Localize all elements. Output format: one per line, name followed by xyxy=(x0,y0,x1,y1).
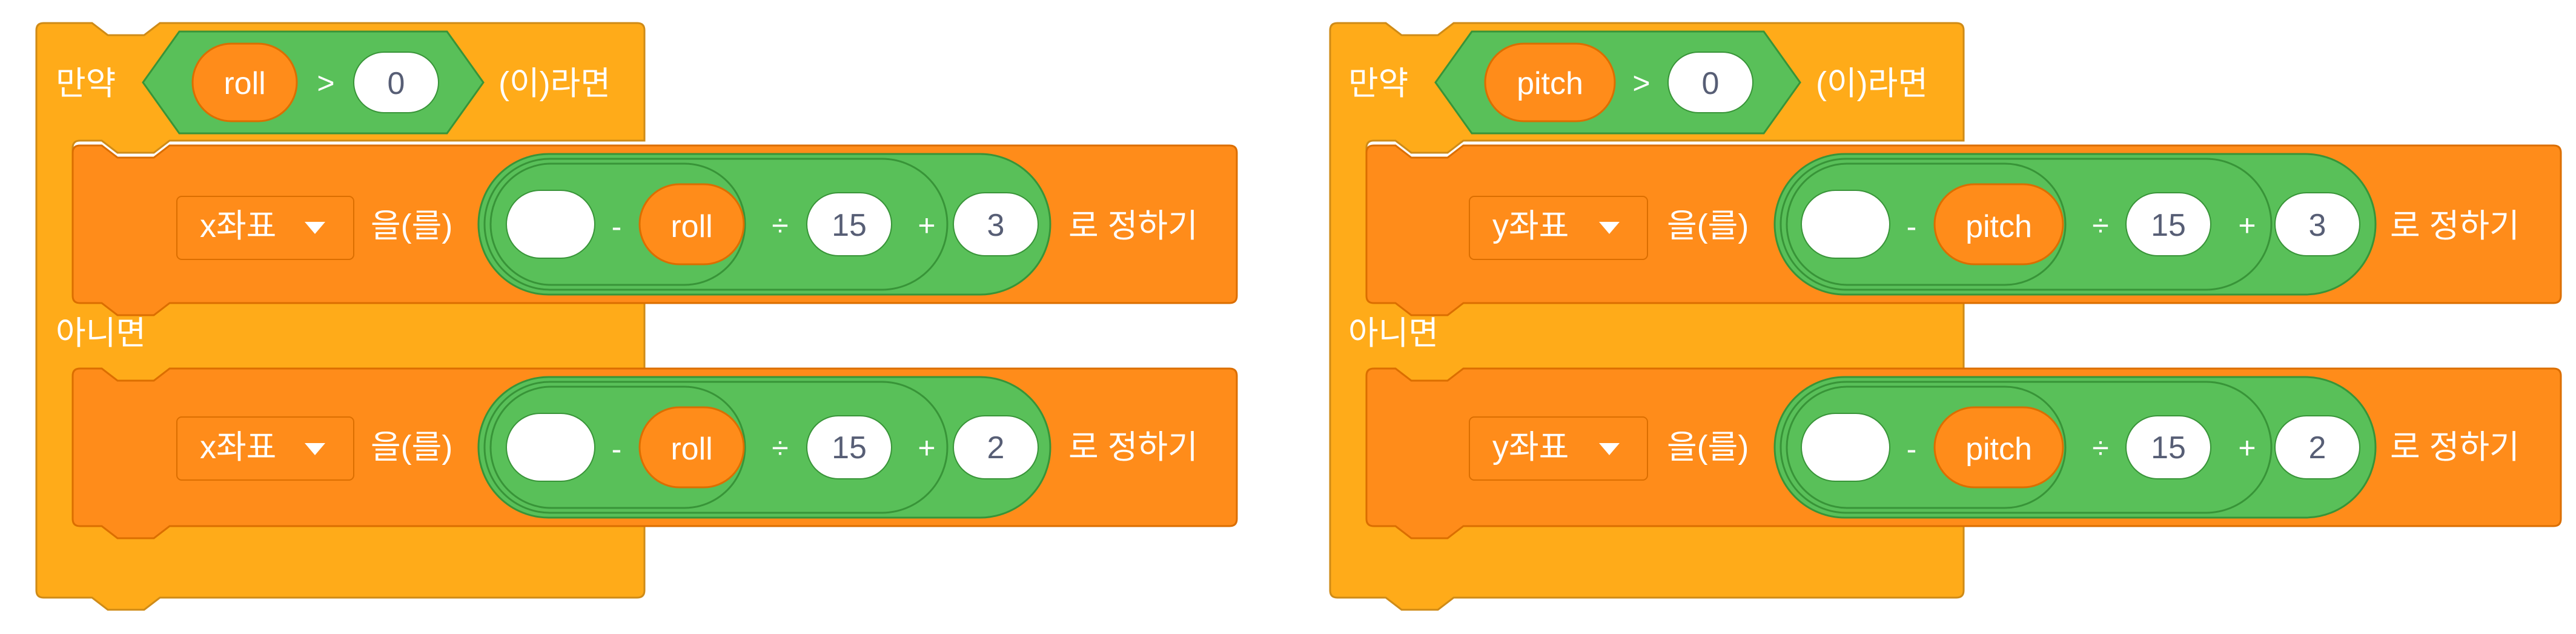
plus-operator: + xyxy=(918,431,935,465)
addend-value: 3 xyxy=(2309,208,2326,243)
addend-value: 2 xyxy=(2309,430,2326,465)
plus-operator: + xyxy=(2238,431,2256,465)
set-suffix-label: 로 정하기 xyxy=(2390,208,2520,244)
addend-value: 2 xyxy=(987,430,1005,465)
divide-operator: ÷ xyxy=(2092,209,2108,242)
plus-operator: + xyxy=(918,209,935,242)
pitch-reporter[interactable] xyxy=(1933,406,2064,489)
triangle-down-icon[interactable] xyxy=(305,443,325,455)
triangle-down-icon[interactable] xyxy=(305,222,325,234)
set-suffix-label: 로 정하기 xyxy=(2390,429,2520,465)
roll-reporter-label: roll xyxy=(670,432,712,467)
else-label: 아니면 xyxy=(1348,315,1439,352)
pitch-reporter[interactable] xyxy=(1484,42,1616,122)
divisor-value: 15 xyxy=(2151,208,2186,243)
to-label: 을(를) xyxy=(371,208,452,244)
greater-than-operator: > xyxy=(317,66,334,100)
greater-than-operator: > xyxy=(1632,66,1650,100)
divisor-value: 15 xyxy=(2151,430,2186,465)
divisor-value: 15 xyxy=(832,430,867,465)
set-y-block-else[interactable]: y좌표 을(를) - pitch ÷ 15 + 2 로 정하기 xyxy=(1365,367,2562,539)
empty-number-input[interactable] xyxy=(1801,413,1890,482)
roll-reporter[interactable] xyxy=(191,42,298,122)
addend-value: 3 xyxy=(987,208,1005,243)
empty-number-input[interactable] xyxy=(1801,190,1890,259)
greater-than-block-1[interactable]: roll > 0 xyxy=(142,30,485,135)
minus-operator: - xyxy=(612,210,622,244)
variable-dropdown-label: x좌표 xyxy=(200,208,276,244)
if-else-block-1[interactable]: 만약 (이)라면 아니면 roll > 0 x좌표 을(를) - roll xyxy=(35,22,1238,611)
roll-reporter-label: roll xyxy=(223,66,265,101)
empty-number-input[interactable] xyxy=(506,413,595,482)
set-y-block-then[interactable]: y좌표 을(를) - pitch ÷ 15 + 3 로 정하기 xyxy=(1365,144,2562,316)
to-label: 을(를) xyxy=(1667,208,1749,244)
greater-than-block-2[interactable]: pitch > 0 xyxy=(1434,30,1801,135)
divisor-value: 15 xyxy=(832,208,867,243)
divisor-input[interactable] xyxy=(2125,192,2211,256)
then-label: (이)라면 xyxy=(498,65,611,102)
addend-input[interactable] xyxy=(953,415,1039,479)
roll-reporter-label: roll xyxy=(670,209,712,244)
triangle-down-icon[interactable] xyxy=(1599,222,1620,234)
roll-reporter[interactable] xyxy=(638,406,745,489)
empty-number-input[interactable] xyxy=(506,190,595,259)
if-label: 만약 xyxy=(1348,65,1408,102)
variable-dropdown-label: y좌표 xyxy=(1492,208,1569,244)
variable-dropdown-y[interactable] xyxy=(1469,416,1648,481)
divide-operator: ÷ xyxy=(772,209,788,242)
variable-dropdown-label: x좌표 xyxy=(200,429,276,465)
else-label: 아니면 xyxy=(56,315,146,352)
to-label: 을(를) xyxy=(371,429,452,465)
divide-operator: ÷ xyxy=(2092,431,2108,465)
pitch-reporter-label: pitch xyxy=(1517,66,1583,101)
divide-operator: ÷ xyxy=(772,431,788,465)
minus-operator: - xyxy=(1907,432,1917,466)
if-label: 만약 xyxy=(56,65,116,102)
set-suffix-label: 로 정하기 xyxy=(1068,429,1198,465)
compare-value-input[interactable] xyxy=(353,52,439,113)
variable-dropdown-x[interactable] xyxy=(176,196,354,260)
set-x-block-then[interactable]: x좌표 을(를) - roll ÷ 15 + 3 로 정하기 xyxy=(71,144,1238,316)
minus-operator: - xyxy=(612,432,622,466)
compare-value-input[interactable] xyxy=(1667,52,1753,113)
pitch-reporter-label: pitch xyxy=(1965,209,2032,244)
variable-dropdown-x[interactable] xyxy=(176,416,354,481)
pitch-reporter-label: pitch xyxy=(1965,432,2032,467)
triangle-down-icon[interactable] xyxy=(1599,443,1620,455)
if-else-block-2[interactable]: 만약 (이)라면 아니면 pitch > 0 y좌표 을(를) - pitch xyxy=(1329,22,2562,611)
minus-operator: - xyxy=(1907,210,1917,244)
plus-operator: + xyxy=(2238,209,2256,242)
roll-reporter[interactable] xyxy=(638,183,745,265)
addend-input[interactable] xyxy=(2274,415,2360,479)
to-label: 을(를) xyxy=(1667,429,1749,465)
compare-value: 0 xyxy=(388,66,405,101)
divisor-input[interactable] xyxy=(2125,415,2211,479)
set-x-block-else[interactable]: x좌표 을(를) - roll ÷ 15 + 2 로 정하기 xyxy=(71,367,1238,539)
pitch-reporter[interactable] xyxy=(1933,183,2064,265)
compare-value: 0 xyxy=(1702,66,1720,101)
divisor-input[interactable] xyxy=(806,415,892,479)
then-label: (이)라면 xyxy=(1816,65,1928,102)
divisor-input[interactable] xyxy=(806,192,892,256)
set-suffix-label: 로 정하기 xyxy=(1068,208,1198,244)
addend-input[interactable] xyxy=(2274,192,2360,256)
variable-dropdown-y[interactable] xyxy=(1469,196,1648,260)
variable-dropdown-label: y좌표 xyxy=(1492,429,1569,465)
addend-input[interactable] xyxy=(953,192,1039,256)
